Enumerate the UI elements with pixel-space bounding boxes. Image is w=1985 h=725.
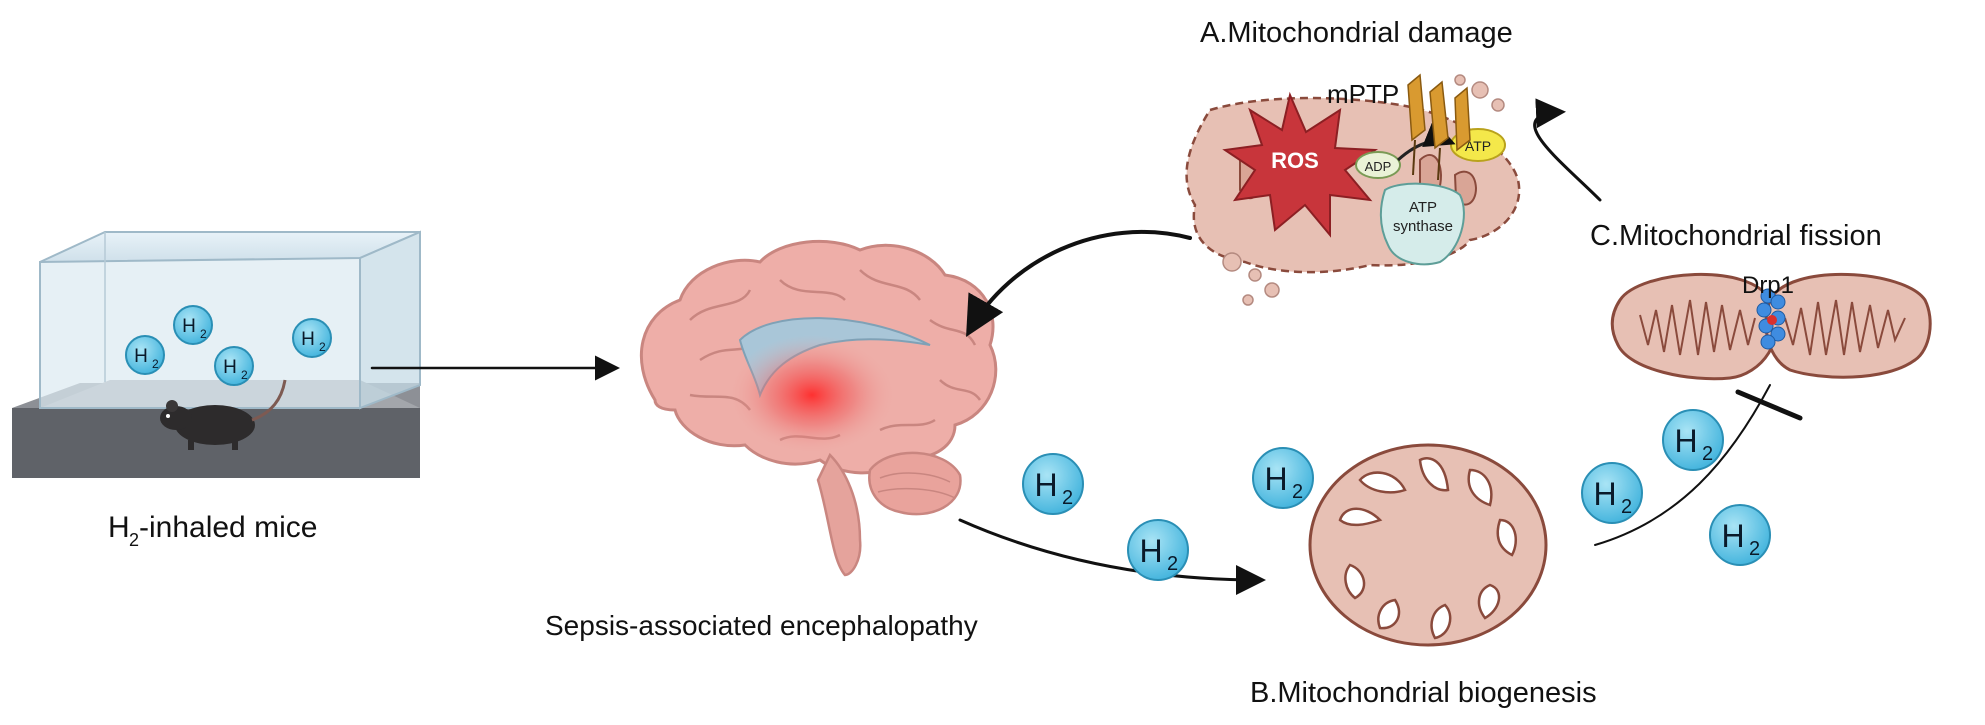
h2-symbol: H	[134, 346, 148, 367]
h2-symbol: H	[223, 357, 237, 378]
ros-star	[1222, 91, 1379, 238]
atp-synthase-label-line1: ATP	[1409, 199, 1437, 216]
h2-molecule: H 2	[292, 318, 332, 358]
fission-label: C.Mitochondrial fission	[1590, 220, 1882, 252]
h2-symbol: H	[1593, 476, 1616, 512]
h2-sub: 2	[1621, 496, 1632, 518]
h2-symbol: H	[1034, 467, 1057, 503]
h2-sub: 2	[319, 340, 326, 354]
adp-badge	[1355, 151, 1401, 179]
brain-illustration	[639, 239, 998, 577]
drp1-label: Drp1	[1742, 272, 1794, 299]
biogenesis-label: B.Mitochondrial biogenesis	[1250, 677, 1597, 709]
h2-sub: 2	[152, 357, 159, 371]
h2-molecule: H 2	[1581, 462, 1643, 524]
h2-sub: 2	[1292, 481, 1303, 503]
h2-sub: 2	[1062, 487, 1073, 509]
h2-symbol: H	[1674, 423, 1697, 459]
adp-label: ADP	[1365, 159, 1392, 174]
h2-symbol: H	[1264, 461, 1287, 497]
h2-chamber	[12, 230, 421, 478]
h2-sub: 2	[241, 368, 248, 382]
atp-label: ATP	[1465, 138, 1491, 154]
mptp-label: mPTP	[1327, 79, 1399, 109]
h2-molecule: H 2	[125, 335, 165, 375]
arrow-fission-to-damage	[1533, 98, 1602, 202]
fission-mitochondrion: Drp1	[1610, 272, 1932, 381]
h2-molecule: H 2	[1022, 453, 1084, 515]
sae-label: Sepsis-associated encephalopathy	[545, 610, 978, 641]
mptp-channel-icon	[1407, 73, 1471, 181]
brain-stem	[816, 452, 862, 577]
mice-label-h: H	[108, 511, 130, 544]
inflammation-glow	[727, 335, 897, 455]
drp1-cluster	[1756, 288, 1786, 350]
h2-symbol: H	[301, 329, 315, 350]
h2-symbol: H	[1721, 518, 1744, 554]
mouse-icon	[160, 379, 287, 450]
h2-sub: 2	[1167, 553, 1178, 575]
atp-synthase-label-line2: synthase	[1393, 218, 1453, 235]
h2-symbol: H	[182, 316, 196, 337]
h2-molecule: H 2	[1709, 504, 1771, 566]
h2-symbol: H	[1139, 533, 1162, 569]
inhibition-line	[1594, 384, 1771, 546]
h2-molecule: H 2	[1662, 409, 1724, 471]
h2-sub: 2	[1702, 443, 1713, 465]
h2-sub: 2	[1749, 538, 1760, 560]
mice-label-sub: 2	[129, 530, 139, 550]
ros-label: ROS	[1271, 148, 1319, 173]
chamber-glass-side	[359, 230, 421, 410]
atp-synthase-icon	[1379, 182, 1465, 266]
h2-molecule: H 2	[173, 305, 213, 345]
damaged-mitochondrion: ROS ADP ATP mPTP ATP synthase	[1185, 73, 1521, 306]
h2-molecule: H 2	[214, 346, 254, 386]
biogenesis-mitochondrion	[1308, 443, 1548, 647]
h2-molecule: H 2	[1127, 519, 1189, 581]
h2-sub: 2	[200, 327, 207, 341]
inhibition-bar	[1735, 389, 1803, 421]
mice-label-rest: -inhaled mice	[139, 511, 317, 544]
h2-molecule: H 2	[1252, 447, 1314, 509]
cerebellum	[868, 451, 962, 516]
arrow-damage-to-brain	[966, 229, 1192, 337]
damage-label: A.Mitochondrial damage	[1200, 17, 1513, 49]
arrow-brain-to-biogenesis	[958, 518, 1266, 595]
